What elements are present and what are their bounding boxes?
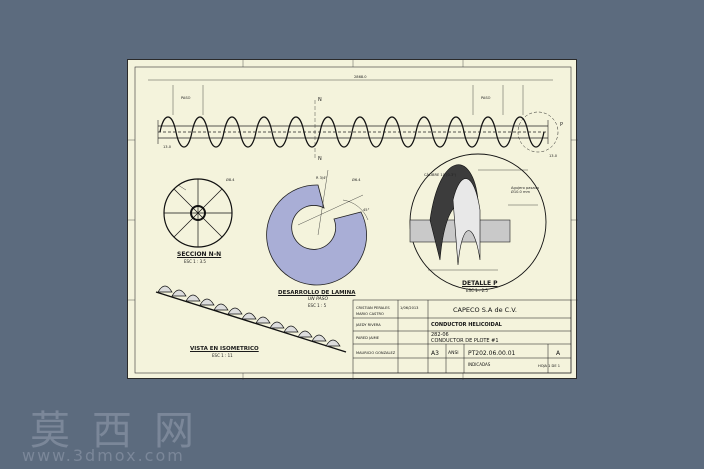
detail-mark: P <box>560 122 564 128</box>
bolt-note: Ø8.4 <box>226 178 235 182</box>
cad-operator: MAURICIO GONZALEZ <box>356 351 396 355</box>
development-view <box>266 169 369 286</box>
watermark-logo: 莫西网 <box>30 408 216 454</box>
revision-label: ANSI <box>448 351 459 356</box>
isometric-title: VISTA EN ISOMETRICO <box>190 346 259 352</box>
drawing-code: 282-06 <box>431 332 449 338</box>
sheet-count: HOJA 1 DE 1 <box>538 364 561 368</box>
isometric-view <box>155 285 347 353</box>
development-subtitle: UN PASO <box>308 297 329 302</box>
development-title: DESARROLLO DE LAMINA <box>278 290 356 296</box>
left-end-dim: 13.0 <box>163 145 172 149</box>
approved-by: PARED JAIME <box>356 336 379 340</box>
section-n-n-view <box>163 178 233 248</box>
pitch-label-left: PASO <box>181 96 191 100</box>
detail-p-scale: ESC 1 : 2.5 <box>466 288 488 293</box>
section-n-n-title: SECCION N-N <box>177 251 222 258</box>
drawing-description: CONDUCTOR DE PLOTE #1 <box>431 338 499 344</box>
detail-p-view <box>409 153 547 291</box>
reviewed-by: JAEDY RIVERA <box>356 323 381 327</box>
drawing-number: PT202.06.00.01 <box>468 350 516 357</box>
zone-ticks <box>128 60 578 380</box>
checked-by: MARIO CASTRO <box>356 312 384 316</box>
drawing-canvas <box>128 60 578 380</box>
inner-radius-dim: R 3/4" <box>316 176 328 180</box>
section-mark-top: N <box>318 97 322 103</box>
units-note: INDICADAS <box>468 362 491 367</box>
drawing-sheet: 2868.0 13.0 13.0 N N P PASO PASO R 3/4" … <box>127 59 578 380</box>
overall-length-dim: 2868.0 <box>354 75 367 79</box>
pitch-label-right: PASO <box>481 96 491 100</box>
coil-note: Agujero pasado Ø10.0 mm <box>511 186 540 194</box>
drawn-by: CRISTIAN PERALES <box>356 306 390 310</box>
development-scale: ESC 1 : 5 <box>308 303 327 308</box>
drawing-date: 1/06/2013 <box>400 306 419 310</box>
angle-note: 45° <box>363 208 370 212</box>
right-end-dim: 13.0 <box>549 154 558 158</box>
company-name: CAPECO S.A de C.V. <box>453 306 517 314</box>
title-block <box>352 299 572 374</box>
drawing-title: CONDUCTOR HELICOIDAL <box>431 322 502 328</box>
revision-code: A <box>556 350 561 357</box>
screw-front-view <box>148 79 559 160</box>
detail-p-title: DETALLE P <box>462 280 498 287</box>
section-n-n-scale: ESC 1 : 3.5 <box>184 259 206 264</box>
section-mark-bottom: N <box>318 156 322 162</box>
sheet-size: A3 <box>431 350 439 357</box>
isometric-scale: ESC 1 : 11 <box>212 353 233 358</box>
weld-note: CÁLIBRE 10 (0.3") <box>424 173 457 177</box>
watermark-url: www.3dmox.com <box>22 446 185 465</box>
diameter-dim: Ø6.4 <box>352 178 361 182</box>
